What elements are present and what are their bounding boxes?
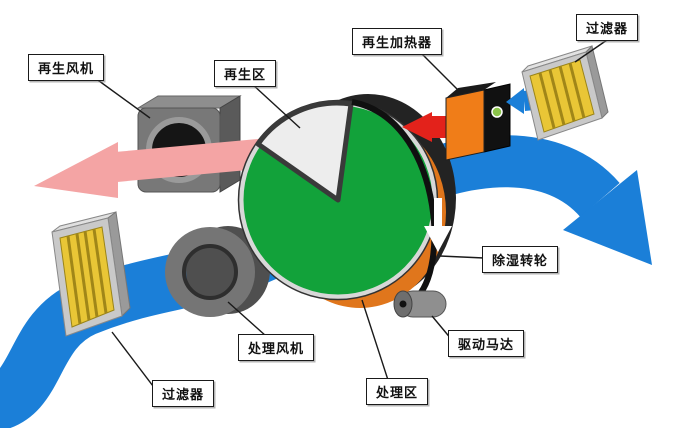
label-filter-top: 过滤器 [576, 14, 639, 41]
leader-process-fan [227, 301, 267, 337]
leader-regen-fan [94, 77, 151, 119]
leader-regen-zone [251, 83, 301, 129]
filtered-air-arrowhead [506, 88, 524, 114]
label-process-fan: 处理风机 [238, 334, 315, 361]
heater-indicator-light [491, 106, 503, 118]
leader-regen-heater [419, 51, 459, 91]
label-drive-motor: 驱动马达 [448, 330, 525, 357]
leader-wheel [439, 255, 485, 259]
label-filter-bottom: 过滤器 [152, 380, 215, 407]
leader-filter-top [574, 37, 611, 63]
label-process-zone: 处理区 [366, 378, 429, 405]
leader-filter-bottom [111, 331, 157, 391]
filter-bottom-component [51, 211, 131, 337]
regen-air-arrowhead [34, 142, 118, 198]
filter-top-component [521, 45, 609, 141]
regen-sector [255, 100, 354, 203]
label-regen-zone: 再生区 [214, 60, 277, 87]
leader-process-zone [361, 299, 389, 381]
hot-air-arrowhead [402, 112, 432, 142]
rotation-arrow-icon [424, 198, 452, 252]
regen-heater-component [445, 82, 511, 161]
desiccant-wheel-component [237, 94, 456, 318]
label-wheel: 除湿转轮 [482, 246, 559, 273]
process-fan-component [165, 226, 270, 317]
process-air-outlet-arrowhead [563, 170, 652, 265]
drive-belt [351, 99, 438, 303]
drive-motor-component [393, 290, 447, 318]
label-regen-heater: 再生加热器 [352, 28, 443, 55]
label-regen-fan: 再生风机 [28, 54, 105, 81]
